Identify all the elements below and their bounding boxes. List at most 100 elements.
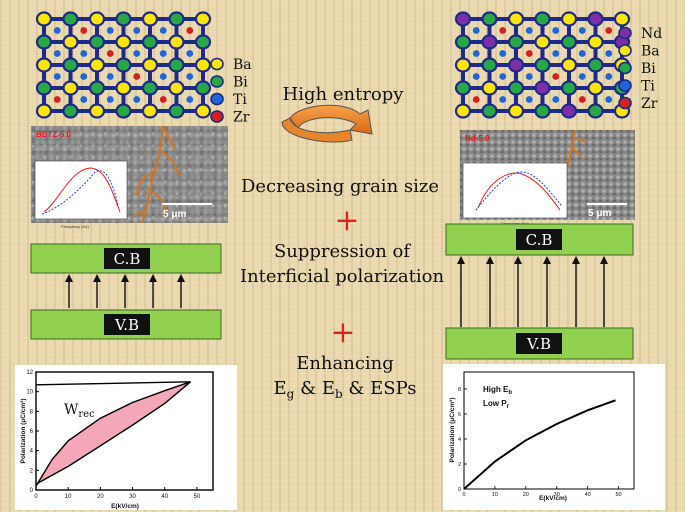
y-tick-label: 8 bbox=[30, 409, 34, 415]
vb-left-label-box bbox=[104, 314, 150, 335]
lattice-atom bbox=[168, 103, 185, 119]
lattice-atom bbox=[534, 11, 551, 27]
lattice-b-site-atom bbox=[53, 27, 61, 34]
cb-right-label-box bbox=[516, 229, 562, 250]
pe-curve-right bbox=[463, 399, 616, 490]
x-tick-label: 30 bbox=[129, 494, 136, 500]
lattice-b-site-atom bbox=[106, 96, 114, 103]
vb-left-label: V.B bbox=[114, 316, 139, 334]
lattice-atom bbox=[115, 34, 132, 50]
band-diagram-left: C.B V.B bbox=[30, 243, 222, 340]
legend-label: Bi bbox=[233, 75, 248, 91]
chart-right-xlabel: E(kV/cm) bbox=[539, 495, 567, 502]
decreasing-grain-text: Decreasing grain size bbox=[241, 176, 439, 197]
lattice-atom bbox=[481, 34, 498, 50]
lattice-atom bbox=[507, 11, 525, 27]
lattice-b-site-atom bbox=[472, 73, 480, 80]
x-tick-label: 10 bbox=[492, 492, 498, 498]
excitation-arrowhead bbox=[514, 256, 522, 264]
excitation-arrowhead bbox=[177, 274, 185, 282]
lattice-b-site-atom bbox=[80, 27, 88, 34]
lattice-atom bbox=[613, 11, 631, 27]
lattice-b-site-atom bbox=[106, 50, 114, 57]
lattice-left bbox=[35, 11, 212, 119]
lattice-b-site-atom bbox=[472, 27, 480, 34]
lattice-right bbox=[454, 11, 631, 119]
lattice-atom bbox=[454, 34, 472, 50]
legend-label: Zr bbox=[641, 96, 658, 112]
chart-left-xlabel: E(kV/cm) bbox=[111, 503, 139, 510]
lattice-atom bbox=[587, 103, 604, 119]
lattice-atom bbox=[481, 80, 498, 96]
lattice-atom bbox=[587, 57, 604, 73]
lattice-b-site-atom bbox=[552, 50, 560, 57]
lattice-b-site-atom bbox=[133, 27, 141, 34]
lattice-atom bbox=[88, 103, 106, 119]
y-tick-label: 4 bbox=[30, 449, 34, 455]
lattice-b-site-atom bbox=[80, 50, 88, 57]
lattice-b-site-atom bbox=[106, 73, 114, 80]
x-tick-label: 0 bbox=[34, 494, 38, 500]
plus-sign-bottom: + bbox=[330, 315, 355, 350]
wrec-annotation: Wrec bbox=[64, 402, 95, 420]
lattice-atom bbox=[481, 103, 498, 119]
legend-swatch bbox=[210, 57, 224, 71]
lattice-b-site-atom bbox=[605, 96, 613, 103]
lattice-b-site-atom bbox=[80, 96, 88, 103]
lattice-b-site-atom bbox=[499, 73, 507, 80]
y-tick-label: 6 bbox=[458, 412, 461, 418]
lattice-b-site-atom bbox=[186, 27, 194, 34]
lattice-b-site-atom bbox=[499, 50, 507, 57]
lattice-b-site-atom bbox=[499, 27, 507, 34]
lattice-atom bbox=[168, 80, 185, 96]
legend-label: Bi bbox=[641, 61, 656, 77]
lattice-atom bbox=[62, 34, 79, 50]
cb-left-label-box bbox=[104, 248, 150, 269]
lattice-atom bbox=[62, 57, 79, 73]
lattice-b-site-atom bbox=[552, 27, 560, 34]
lattice-atom bbox=[35, 34, 53, 50]
high-entropy-text: High entropy bbox=[283, 84, 405, 105]
pe-upper-branch bbox=[35, 381, 191, 487]
lattice-atom bbox=[534, 103, 551, 119]
excitation-arrowhead bbox=[121, 274, 129, 282]
excitation-arrowhead bbox=[572, 256, 580, 264]
lattice-atom bbox=[560, 34, 578, 50]
lattice-atom bbox=[560, 11, 578, 27]
lattice-atom bbox=[194, 34, 212, 50]
lattice-atom bbox=[560, 57, 578, 73]
lattice-atom bbox=[194, 103, 212, 119]
plus-sign-top: + bbox=[334, 203, 359, 238]
sem-left-sample-label: BBTZ-5.0 bbox=[36, 130, 72, 139]
chart-right-background bbox=[443, 364, 665, 510]
lattice-atom bbox=[115, 57, 132, 73]
lattice-atom bbox=[507, 57, 525, 73]
lattice-atom bbox=[88, 34, 106, 50]
suppression-line1: Suppression of bbox=[274, 241, 411, 262]
lattice-b-site-atom bbox=[133, 73, 141, 80]
lattice-b-site-atom bbox=[133, 96, 141, 103]
lattice-atom bbox=[141, 34, 159, 50]
pe-top-line bbox=[35, 381, 191, 386]
high-eb-annotation: High Eb bbox=[483, 385, 512, 396]
lattice-b-site-atom bbox=[552, 73, 560, 80]
y-tick-label: 2 bbox=[30, 468, 34, 474]
lattice-b-site-atom bbox=[159, 96, 167, 103]
lattice-atom bbox=[62, 11, 79, 27]
legend-swatch bbox=[210, 110, 224, 123]
excitation-arrowhead bbox=[543, 256, 551, 264]
lattice-b-site-atom bbox=[605, 50, 613, 57]
lattice-atom bbox=[141, 103, 159, 119]
legend-swatch bbox=[618, 61, 632, 75]
lattice-atom bbox=[88, 11, 106, 27]
lattice-atom bbox=[62, 103, 79, 119]
x-tick-label: 50 bbox=[194, 494, 201, 500]
lattice-atom bbox=[454, 103, 472, 119]
y-tick-label: 8 bbox=[458, 387, 461, 393]
lattice-atom bbox=[534, 57, 551, 73]
excitation-arrowhead bbox=[65, 274, 73, 282]
x-tick-label: 30 bbox=[554, 492, 560, 498]
lattice-atom bbox=[194, 80, 212, 96]
